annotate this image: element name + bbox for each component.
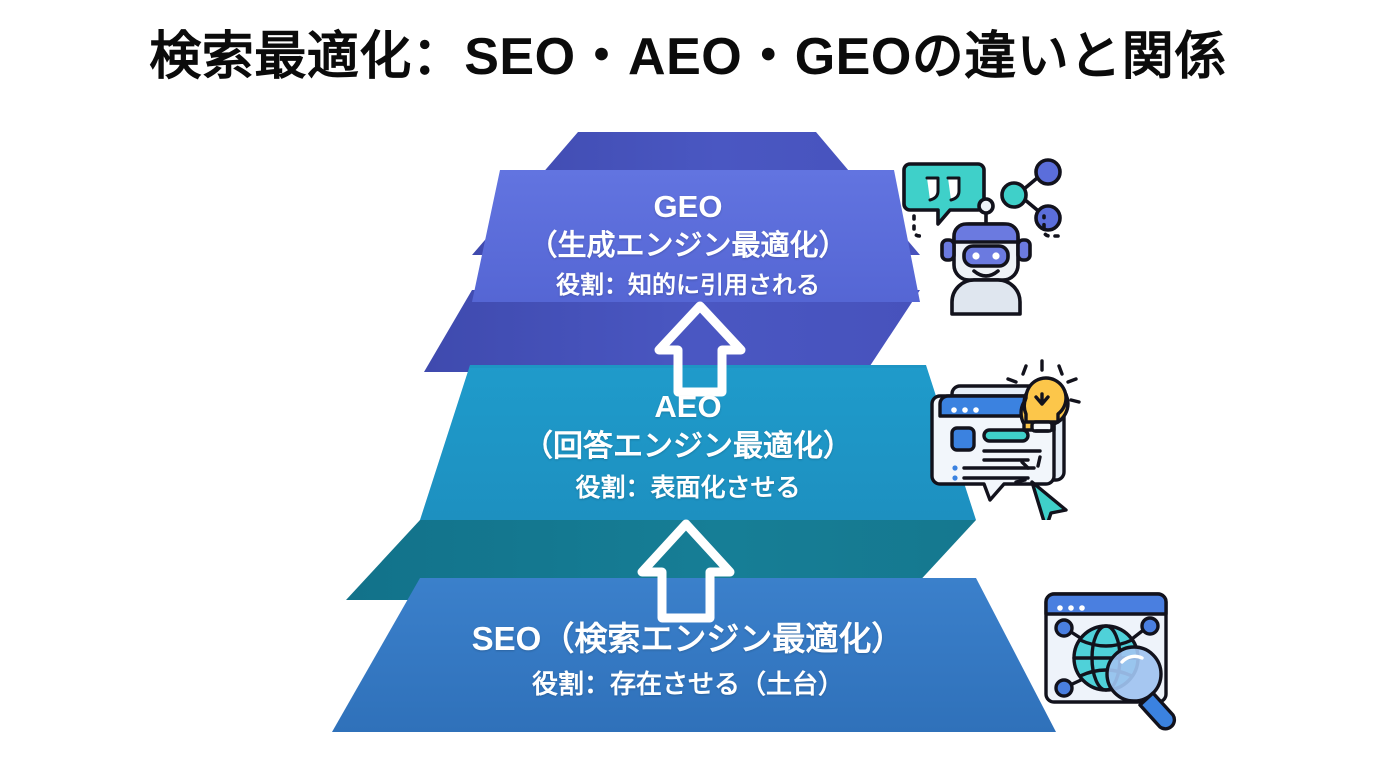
geo-front-face: [472, 170, 920, 302]
aeo-top-edge: [470, 365, 926, 368]
browser-globe-search-icon: [1044, 592, 1177, 731]
page-title: 検索最適化：SEO・AEO・GEOの違いと関係: [149, 28, 1227, 86]
seo-front-face: [332, 578, 1056, 732]
aeo-front-face: [420, 365, 976, 520]
ai-robot-chat-network-icon: [902, 158, 1062, 316]
arrow-aeo-to-geo: [654, 301, 746, 397]
pyramid-level-aeo[interactable]: [346, 365, 976, 600]
pyramid-level-geo[interactable]: [424, 132, 920, 372]
answer-card-lightbulb-cursor-icon: [930, 359, 1081, 520]
arrow-seo-to-aeo: [637, 519, 735, 623]
pyramid-level-seo[interactable]: [332, 578, 1056, 732]
